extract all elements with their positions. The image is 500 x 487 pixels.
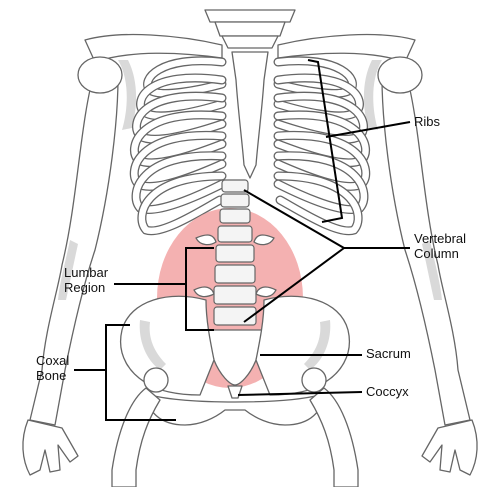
label-coccyx-text: Coccyx (366, 384, 409, 399)
label-ribs: Ribs (414, 114, 440, 129)
left-arm (22, 69, 119, 476)
femurs (111, 387, 359, 487)
label-vertebral-line2: Column (414, 246, 459, 261)
rib-cage (129, 51, 371, 236)
label-coxal-line2: Bone (36, 368, 67, 383)
coccyx-bone (227, 385, 243, 399)
sacrum-bone (205, 329, 265, 386)
coxal-bracket (105, 324, 176, 421)
sternum (231, 51, 269, 179)
label-vertebral-column: Vertebral Column (414, 231, 466, 261)
vertebral-column (193, 179, 277, 399)
label-lumbar-line2: Region (64, 280, 106, 295)
label-coxal-line1: Coxal (36, 353, 70, 368)
cervical-vertebrae (204, 9, 296, 49)
ribs-bracket (307, 59, 344, 223)
pelvis (120, 295, 350, 426)
lumbar-bracket (185, 247, 214, 331)
label-lumbar-region: Lumbar Region (64, 265, 108, 295)
label-coxal-bone: Coxal Bone (36, 353, 69, 383)
label-lumbar-line1: Lumbar (64, 265, 109, 280)
right-arm (381, 69, 478, 476)
leader-lines (74, 59, 411, 421)
label-coccyx: Coccyx (366, 384, 409, 399)
ribs-leader (325, 121, 411, 138)
label-sacrum: Sacrum (366, 346, 411, 361)
label-ribs-text: Ribs (414, 114, 441, 129)
label-vertebral-line1: Vertebral (414, 231, 467, 246)
label-sacrum-text: Sacrum (366, 346, 411, 361)
coccyx-leader (237, 391, 363, 396)
